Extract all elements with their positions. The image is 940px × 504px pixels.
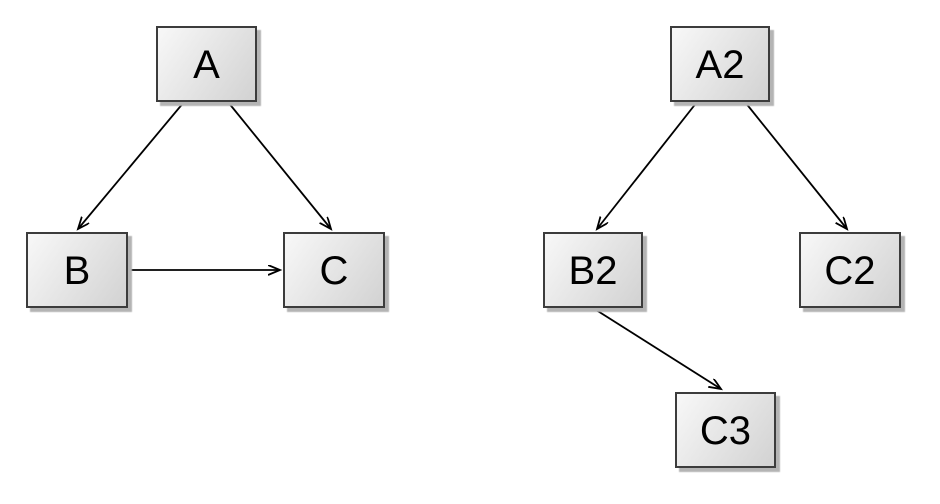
node-C3: C3 <box>675 392 776 468</box>
node-label-C3: C3 <box>699 409 752 453</box>
edge-A-B <box>78 101 185 229</box>
node-label-C: C <box>319 249 349 293</box>
edge-B2-C3 <box>592 307 721 389</box>
edge-group <box>78 101 847 389</box>
node-label-B2: B2 <box>568 249 618 293</box>
node-B2: B2 <box>543 232 643 308</box>
edge-A-C <box>227 101 331 229</box>
node-label-C2: C2 <box>824 249 876 293</box>
edge-A2-B2 <box>597 101 698 229</box>
node-C: C <box>283 232 385 308</box>
edge-A2-C2 <box>744 101 847 229</box>
node-A2: A2 <box>670 26 770 102</box>
node-label-A2: A2 <box>695 43 745 87</box>
node-B: B <box>26 232 128 308</box>
node-label-A: A <box>193 43 220 87</box>
node-A: A <box>156 26 257 102</box>
node-label-B: B <box>63 249 91 293</box>
node-C2: C2 <box>799 232 901 308</box>
